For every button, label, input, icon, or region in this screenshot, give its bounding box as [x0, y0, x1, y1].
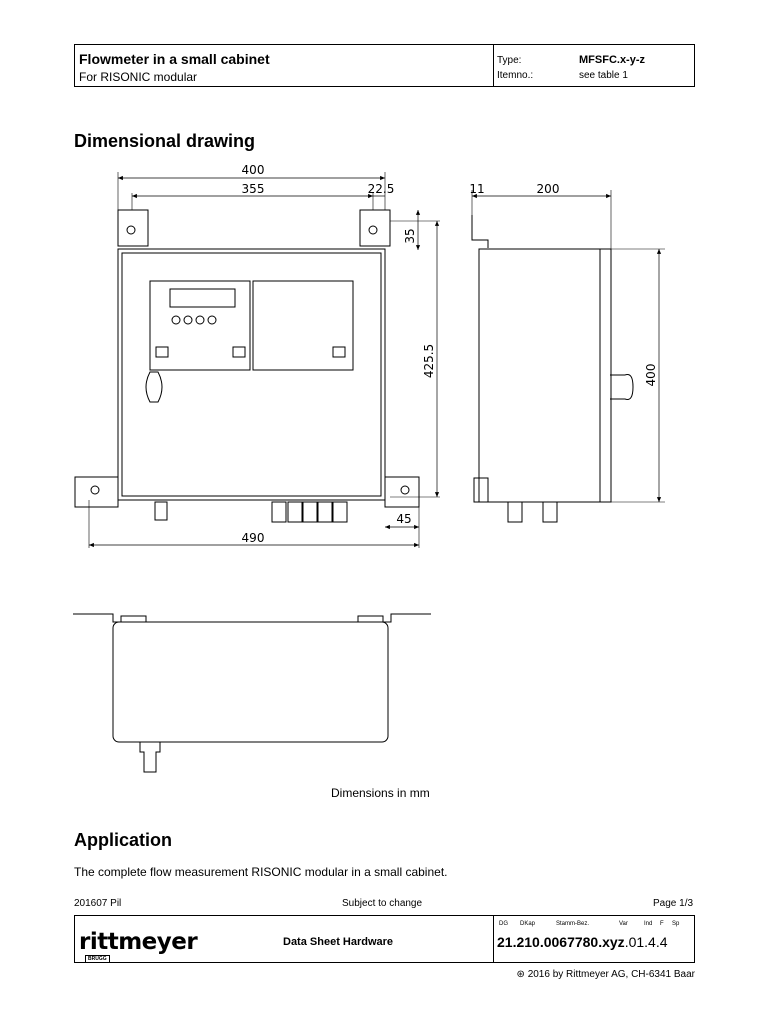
top-mounting-tabs — [117, 209, 391, 247]
cabinet-plan — [112, 621, 389, 743]
drawing-heading: Dimensional drawing — [74, 131, 256, 151]
col-ind: Ind — [644, 921, 653, 927]
doc-number-main: 21.210.0067780.xyz — [497, 934, 625, 950]
col-stamm: Stamm-Bez. — [556, 921, 590, 927]
dim-200: 200 — [537, 182, 560, 196]
footer-subject: Subject to change — [342, 898, 423, 909]
doc-title: Flowmeter in a small cabinet — [79, 51, 270, 67]
dim-35: 35 — [403, 228, 417, 243]
footer-date-author: 201607 Pil — [74, 898, 122, 909]
copyright: ⊛ 2016 by Rittmeyer AG, CH-6341 Baar — [516, 969, 695, 980]
dim-11: 11 — [469, 182, 484, 196]
cabinet-front-inner — [121, 252, 382, 497]
footer-page: Page 1/3 — [653, 898, 694, 909]
col-f: F — [660, 921, 664, 927]
footer-box: rittmeyer BRUGG Data Sheet Hardware DG D… — [74, 915, 695, 963]
side-handle — [610, 374, 634, 400]
module-display — [149, 280, 251, 371]
dim-425-5: 425.5 — [422, 344, 436, 378]
dim-355: 355 — [242, 182, 265, 196]
plan-flanges — [73, 613, 431, 623]
doc-number: 21.210.0067780.xyz.01.4.4 — [497, 934, 668, 950]
itemno-label: Itemno.: — [497, 70, 534, 81]
sheet-type: Data Sheet Hardware — [283, 936, 394, 948]
cabinet-front — [117, 248, 386, 501]
dim-400-height: 400 — [644, 364, 658, 387]
logo-sub: BRUGG — [85, 955, 110, 963]
door-handle — [145, 371, 163, 403]
col-sp: Sp — [672, 921, 680, 927]
dim-490: 490 — [242, 531, 265, 545]
header-box: Flowmeter in a small cabinet For RISONIC… — [74, 44, 695, 87]
col-dkap: DKap — [520, 921, 536, 927]
dim-400-width: 400 — [242, 163, 265, 177]
logo-text: rittmeyer — [79, 929, 198, 955]
col-dg: DG — [499, 921, 508, 927]
application-text: The complete flow measurement RISONIC mo… — [74, 865, 448, 879]
itemno-value: see table 1 — [579, 70, 628, 81]
rittmeyer-logo: rittmeyer BRUGG — [79, 929, 198, 963]
doc-number-tail: .01.4.4 — [624, 934, 668, 950]
footer-divider — [493, 916, 494, 962]
doc-subtitle: For RISONIC modular — [79, 70, 198, 84]
dimensional-drawing: 400 355 22.5 11 200 45 490 35 425.5 400 — [73, 163, 665, 773]
type-value: MFSFC.x-y-z — [579, 54, 645, 66]
plan-gland — [139, 741, 161, 773]
col-var: Var — [619, 921, 628, 927]
dimensions-note: Dimensions in mm — [331, 786, 430, 800]
dim-45: 45 — [396, 512, 411, 526]
application-heading: Application — [74, 830, 172, 850]
type-label: Type: — [497, 55, 522, 66]
side-bracket — [471, 215, 489, 248]
doc-number-columns: DG DKap Stamm-Bez. Var Ind F Sp — [499, 921, 679, 927]
header-divider — [493, 45, 494, 86]
dim-22-5: 22.5 — [368, 182, 395, 196]
cabinet-side — [478, 248, 612, 503]
module-right — [252, 280, 354, 371]
